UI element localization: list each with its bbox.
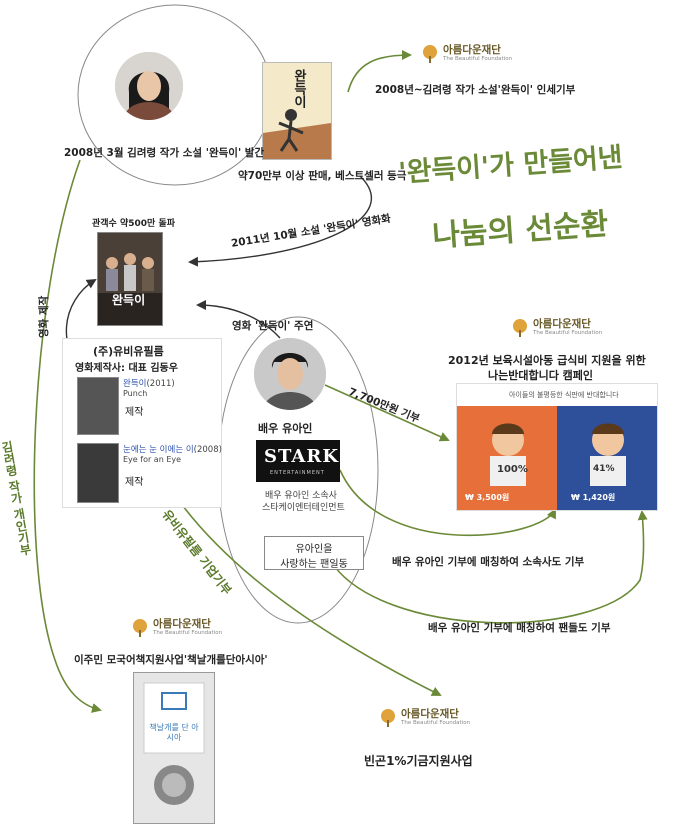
author-gift-arrow xyxy=(33,159,102,713)
donation-arrow xyxy=(324,384,450,442)
movie-star-label: 영화 '완득이' 주연 xyxy=(232,320,314,332)
book-cover-title: 완득이 xyxy=(291,69,306,108)
corp-gift-arrow xyxy=(167,484,442,696)
fanclub-line-1: 유아인을 xyxy=(295,544,333,555)
book-caption: 2008년 3월 김려령 작가 소설 '완득이' 발간 xyxy=(64,147,265,159)
library-book-text: 책날개를 단 아시아 xyxy=(149,723,199,742)
film-1-en: Punch xyxy=(123,389,148,398)
agency-line-1: 배우 유아인 소속사 xyxy=(265,491,337,501)
campaign-banner-text: 아이들의 불평등한 식판에 반대합니다 xyxy=(509,391,619,399)
match1-label: 배우 유아인 기부에 매칭하여 소속사도 기부 xyxy=(392,556,585,568)
film-2-en: Eye for an Eye xyxy=(123,455,182,464)
tree-icon xyxy=(381,709,395,727)
tree-icon xyxy=(513,319,527,337)
movie-poster-title: 완득이 xyxy=(112,293,146,307)
adapt-arrow xyxy=(188,175,373,267)
agency-logo: STARK ENTERTAINMENT xyxy=(256,440,340,482)
star-arrow xyxy=(196,300,281,339)
actor-name: 배우 유아인 xyxy=(258,422,313,435)
film-1-name: 완득이(2011) xyxy=(123,379,175,389)
author-photo xyxy=(115,52,183,120)
movie-audience: 관객수 약500만 돌파 xyxy=(92,219,176,229)
campaign-right-panel: 41% ₩ 1,420원 xyxy=(557,406,657,510)
agency-line-2: 스타케이엔터테인먼트 xyxy=(262,503,345,513)
film-2-role: 제작 xyxy=(125,477,144,488)
producer-title: (주)유비유필름 xyxy=(93,345,164,358)
movie-make-label: 영화 제작 xyxy=(38,295,50,338)
tree-icon xyxy=(423,45,437,63)
library-photo: 책날개를 단 아시아 xyxy=(133,672,215,824)
match2-label: 배우 유아인 기부에 매칭하여 팬들도 기부 xyxy=(428,622,611,634)
library-caption: 이주민 모국어책지원사업'책날개를단아시아' xyxy=(74,654,268,666)
book-cover: 완득이 xyxy=(262,62,332,160)
match1-arrow xyxy=(339,469,556,537)
film-2-poster xyxy=(77,443,119,503)
book-sales: 약70만부 이상 판매, 베스트셀러 등극 xyxy=(238,170,407,182)
royalty-caption: 2008년~김려령 작가 소설'완득이' 인세기부 xyxy=(375,84,576,96)
campaign-title-2: 나는반대합니다 캠페인 xyxy=(488,369,594,382)
royalty-arrow xyxy=(347,50,412,93)
tree-icon xyxy=(133,619,147,637)
producer-card: (주)유비유필름 영화제작사: 대표 김동우 완득이(2011) Punch 제… xyxy=(62,338,222,508)
fanclub-box: 유아인을 사랑하는 팬일동 xyxy=(264,536,364,570)
campaign-left-panel: 100% ₩ 3,500원 xyxy=(457,406,557,510)
film-1-role: 제작 xyxy=(125,407,144,418)
campaign-banner: 아이들의 불평등한 식판에 반대합니다 100% ₩ 3,500원 41% ₩ … xyxy=(456,383,658,511)
fund-caption: 빈곤1%기금지원사업 xyxy=(364,754,473,768)
campaign-title-1: 2012년 보육시설아동 급식비 지원을 위한 xyxy=(448,354,646,367)
film-1-poster xyxy=(77,377,119,435)
producer-ceo: 영화제작사: 대표 김동우 xyxy=(75,363,178,374)
film-2-name: 눈에는 눈 이에는 이(2008) xyxy=(123,445,222,455)
fanclub-line-2: 사랑하는 팬일동 xyxy=(280,559,348,570)
actor-photo xyxy=(254,338,326,410)
match2-arrow xyxy=(329,510,648,624)
movie-poster: 완득이 xyxy=(97,232,163,326)
